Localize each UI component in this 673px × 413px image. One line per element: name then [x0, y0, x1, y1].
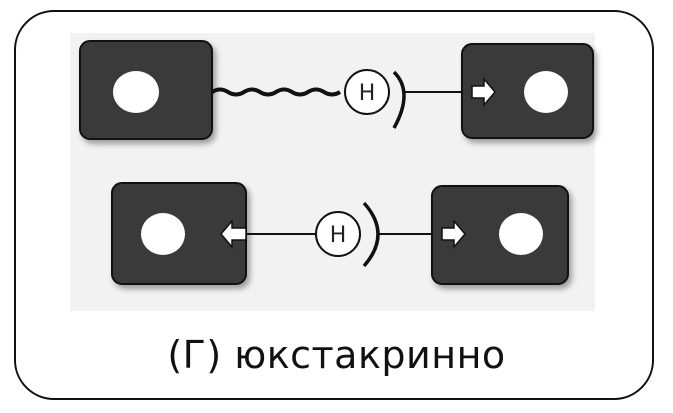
bottom-row: H: [111, 182, 569, 285]
nucleus-icon: [113, 71, 159, 113]
nucleus-icon: [141, 213, 185, 255]
receptor-arrow-left-icon: [220, 218, 247, 250]
hormone-label-bottom: H: [330, 223, 347, 248]
receptor-arrow-icon: [471, 76, 496, 108]
hormone-label-top: H: [359, 81, 376, 106]
receptor-arc-top: [392, 70, 406, 129]
signal-molecule-top: H: [344, 69, 406, 129]
nucleus-icon: [524, 71, 568, 113]
bottom-right-cell: [431, 185, 569, 285]
diagram-caption: (Г) юкстакринно: [167, 333, 506, 377]
nucleus-icon: [499, 213, 543, 255]
receptor-arrow-icon: [441, 218, 466, 250]
top-left-cell: [79, 40, 213, 140]
receptor-arc-bottom: [362, 201, 380, 268]
top-row: H: [79, 40, 594, 140]
signal-molecule-bottom: H: [315, 201, 380, 268]
bottom-left-cell: [111, 182, 247, 285]
top-right-cell: [461, 43, 594, 139]
wavy-tether-line: [210, 87, 342, 97]
